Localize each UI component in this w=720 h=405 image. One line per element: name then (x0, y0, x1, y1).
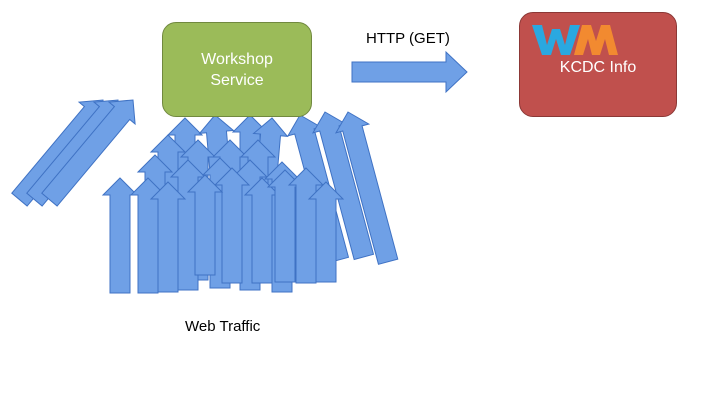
workshop-service-label: Workshop Service (201, 50, 273, 89)
traffic-arrow (213, 167, 251, 284)
http-get-label: HTTP (GET) (366, 30, 450, 47)
traffic-arrow (334, 111, 399, 265)
kcdc-info-node[interactable]: KCDC Info (519, 12, 677, 117)
http-arrow-shape (351, 50, 468, 94)
web-traffic-label: Web Traffic (185, 318, 261, 335)
workshop-service-node[interactable]: Workshop Service (162, 22, 312, 117)
traffic-arrow (41, 99, 136, 207)
traffic-arrow (149, 181, 187, 293)
kcdc-info-label: KCDC Info (559, 59, 637, 76)
traffic-arrow (307, 181, 345, 283)
traffic-arrow (186, 174, 224, 276)
wm-logo-icon (532, 25, 618, 55)
